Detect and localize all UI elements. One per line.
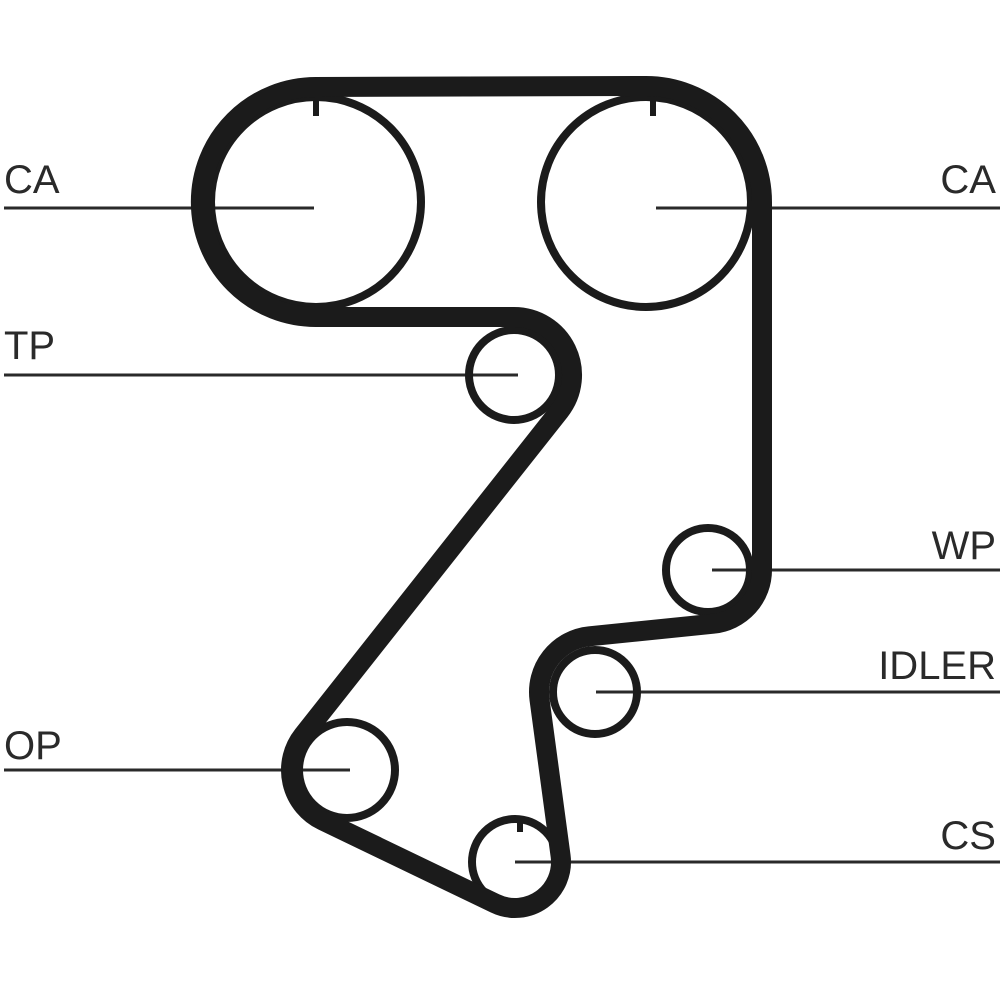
pulley-ca-right <box>537 93 755 311</box>
pulley-wp <box>662 524 754 616</box>
label-op: OP <box>4 724 62 768</box>
timing-belt <box>190 75 772 918</box>
pulley-ca-left <box>207 93 425 311</box>
label-idler: IDLER <box>878 644 996 688</box>
label-cs: CS <box>940 814 996 858</box>
timing-marks <box>313 98 656 832</box>
label-wp: WP <box>931 524 996 568</box>
label-tp: TP <box>4 324 56 368</box>
pulley-idler <box>549 646 641 738</box>
pulley-tp <box>465 326 563 424</box>
leader-lines <box>4 206 1000 864</box>
label-ca-right: CA <box>940 158 996 202</box>
label-ca-left: CA <box>4 158 60 202</box>
